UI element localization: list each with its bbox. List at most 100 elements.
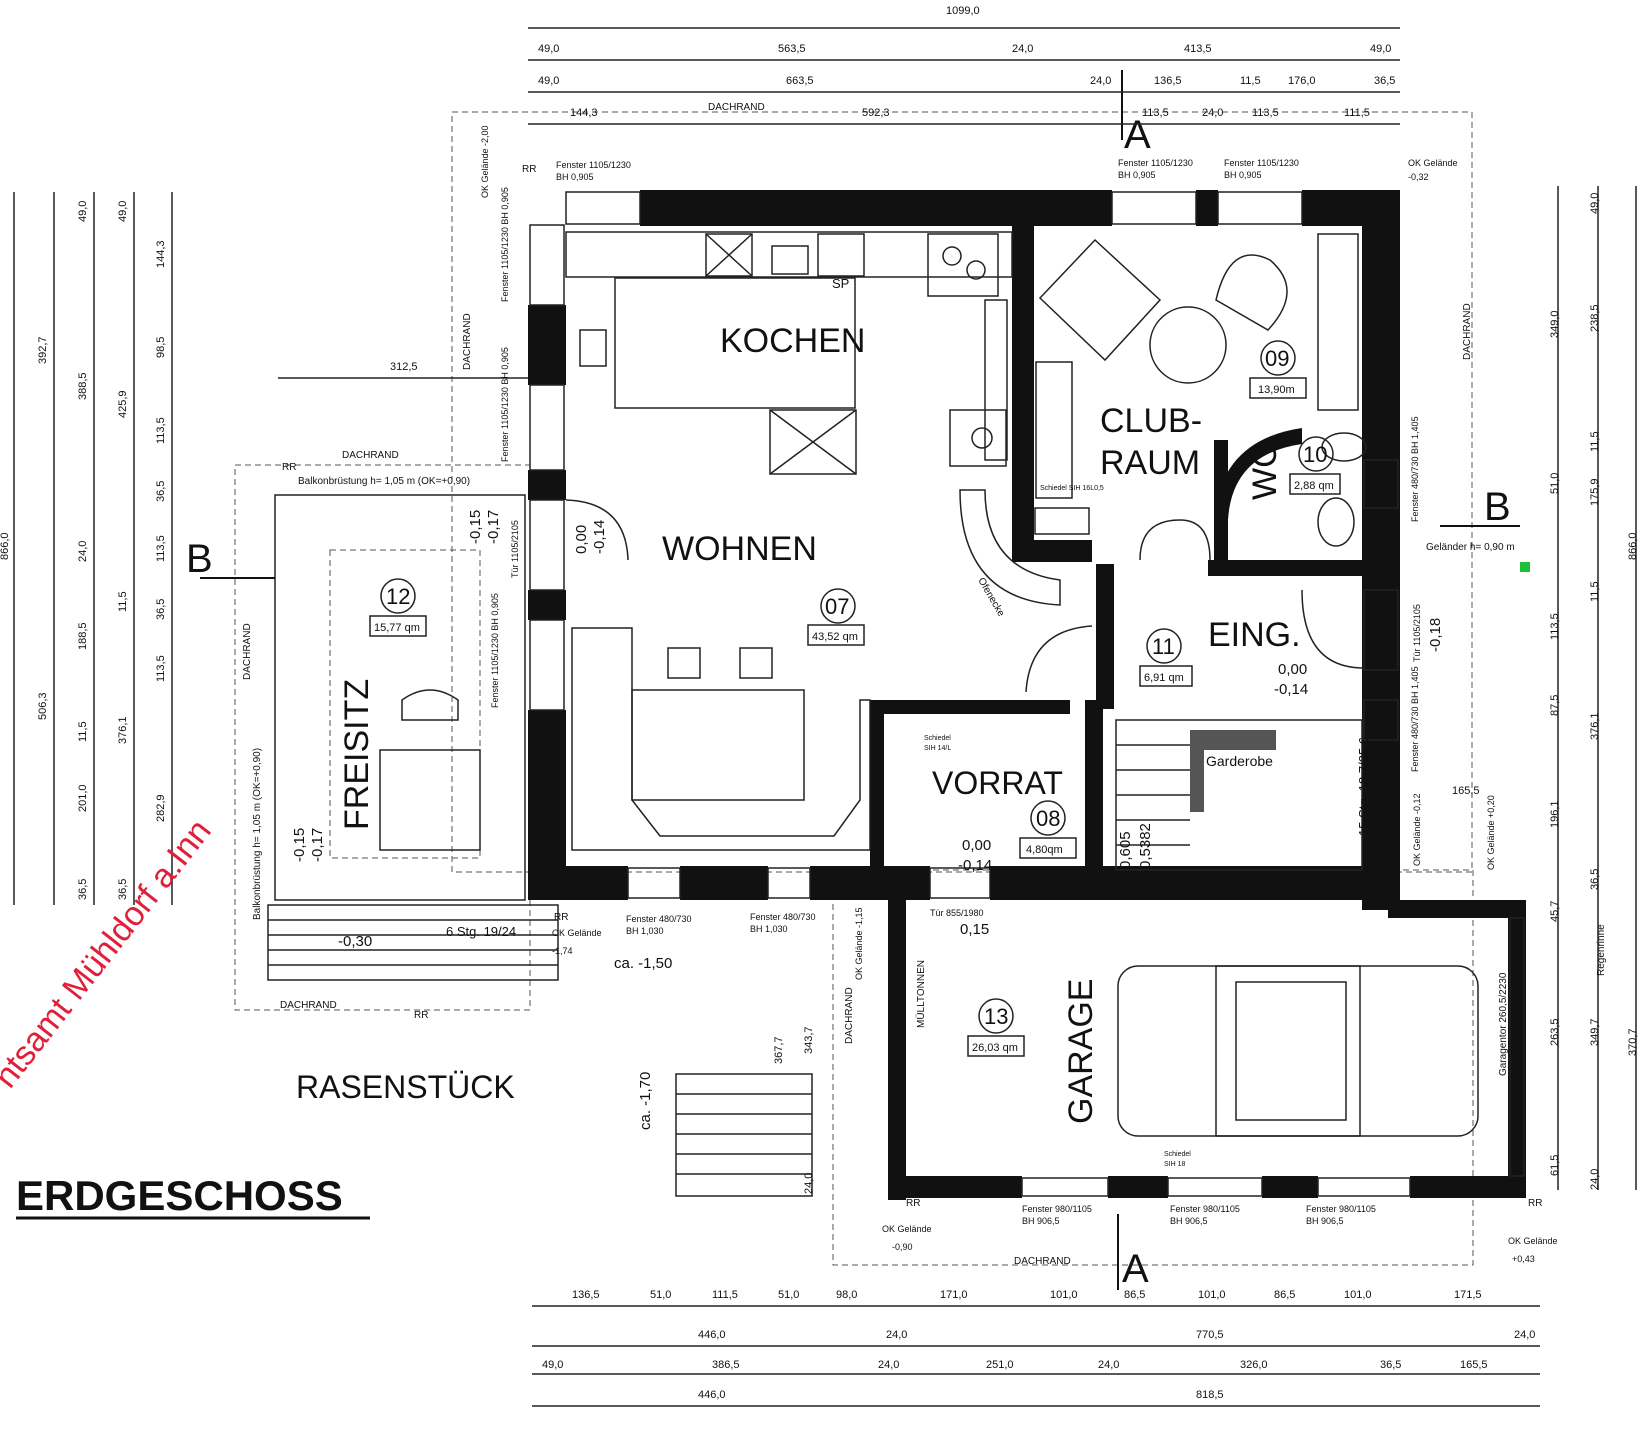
label-rr-1: RR <box>282 462 296 473</box>
room-area-wc: 2,88 qm <box>1294 480 1334 492</box>
label-rr-2: RR <box>522 164 536 175</box>
dim-left-5-4: 113,5 <box>155 535 167 562</box>
dim-top-3-5: 176,0 <box>1288 75 1316 87</box>
section-b-right: B <box>1484 485 1511 529</box>
label-balkon-side: Balkonbrüstung h= 1,05 m (OK=+0,90) <box>252 748 263 920</box>
dim-top-4-3: 24,0 <box>1202 107 1223 119</box>
label-rr-6: RR <box>1528 1198 1542 1209</box>
freisitz-area <box>274 494 526 901</box>
room-name-freisitz: FREISITZ <box>338 679 376 830</box>
dim-top-3-2: 24,0 <box>1090 75 1111 87</box>
win-label-4b: BH 1,030 <box>626 926 664 936</box>
ok-right-2: OK Gelände +0,20 <box>1486 795 1496 870</box>
ok-top-right: OK Gelände <box>1408 158 1458 168</box>
dim-left-2-0: 392,7 <box>37 336 49 364</box>
room-name-club-2: RAUM <box>1100 444 1200 482</box>
level-wohnen-a: 0,00 <box>573 525 590 554</box>
dim-bot-2-0: 446,0 <box>698 1329 726 1341</box>
dim-right-1-8: 36,5 <box>1589 869 1601 890</box>
ok-top-right-v: -0,32 <box>1408 172 1429 182</box>
dim-left-5-7: 282,9 <box>155 794 167 822</box>
dim-left-1-0: 866,0 <box>0 532 11 560</box>
dim-top-4-2: 113,5 <box>1142 107 1169 119</box>
dim-left-5-2: 113,5 <box>155 417 167 444</box>
top-dimensions: 1099,0 49,0 563,5 24,0 413,5 49,0 49,0 6… <box>528 5 1400 125</box>
dim-right-2-1: 51,0 <box>1549 473 1561 494</box>
label-dachrand-6: DACHRAND <box>844 987 855 1044</box>
dim-right-1-5: 113,5 <box>1549 613 1561 640</box>
dim-bot-1-5: 171,0 <box>940 1289 968 1301</box>
label-dachrand-7: DACHRAND <box>1014 1256 1071 1267</box>
dim-right-1-10: 263,5 <box>1549 1018 1561 1046</box>
dim-right-2-2: 376,1 <box>1589 712 1601 740</box>
room-name-garage: GARAGE <box>1062 979 1100 1124</box>
dim-top-4-5: 111,5 <box>1344 107 1370 119</box>
dim-right-2-0: 349,0 <box>1549 310 1561 338</box>
label-schiedel-vorrat-1: Schiedel <box>924 735 951 742</box>
dim-top-2-0: 49,0 <box>538 43 559 55</box>
dim-top-dachrand: DACHRAND <box>708 102 765 113</box>
ok-mid: OK Gelände -1,15 <box>854 907 864 980</box>
level-wohnen-b: -0,14 <box>591 520 608 554</box>
level-vorrat-a: 0,00 <box>962 837 991 854</box>
label-dachrand-1: DACHRAND <box>342 450 399 461</box>
dim-top-3-0: 49,0 <box>538 75 559 87</box>
level-freisitz-a: -0,15 <box>467 510 484 544</box>
win-label-5: Fenster 480/730 <box>750 912 816 922</box>
dim-right-1-2: 11,5 <box>1589 431 1601 452</box>
ok-bottom: OK Gelände <box>882 1224 932 1234</box>
dim-left-5-6: 113,5 <box>155 655 167 682</box>
win-label-3: Fenster 1105/1230 <box>1224 158 1299 168</box>
level-freisitz-d: -0,17 <box>309 828 326 862</box>
dim-top-3-4: 11,5 <box>1240 75 1261 87</box>
win-label-6b: BH 906,5 <box>1022 1216 1060 1226</box>
dim-bot-1-4: 98,0 <box>836 1289 857 1301</box>
level-freisitz-c: -0,15 <box>291 828 308 862</box>
left-dimensions: 866,0 392,7 506,3 49,0 388,5 24,0 188,5 … <box>0 192 173 905</box>
room-area-vorrat: 4,80qm <box>1026 844 1063 856</box>
dim-bot-1-7: 86,5 <box>1124 1289 1145 1301</box>
label-ofenecke: Ofenecke <box>975 576 1006 619</box>
door-label-wohnen: Tür 1105/2105 <box>510 520 520 578</box>
dim-bot-3-4: 24,0 <box>1098 1359 1119 1371</box>
dim-left-3-1: 388,5 <box>77 372 89 400</box>
dim-right-1-11: 61,5 <box>1549 1155 1561 1176</box>
dim-left-4-1: 425,9 <box>117 390 129 418</box>
dim-steps-3: 24,0 <box>803 1173 815 1194</box>
dim-bot-1-3: 51,0 <box>778 1289 799 1301</box>
level-ca150: ca. -1,50 <box>614 955 672 972</box>
dim-steps-1: 367,7 <box>773 1036 785 1064</box>
dim-left-3-4: 11,5 <box>77 721 89 742</box>
dim-bot-1-1: 51,0 <box>650 1289 671 1301</box>
kitchen-furniture <box>565 231 1061 606</box>
room-name-club-1: CLUB- <box>1100 402 1202 440</box>
win-label-7b: BH 906,5 <box>1170 1216 1208 1226</box>
dim-bot-1-10: 101,0 <box>1344 1289 1372 1301</box>
win-label-2: Fenster 1105/1230 <box>1118 158 1193 168</box>
label-dachrand-3: DACHRAND <box>462 313 473 370</box>
dim-left-5-0: 144,3 <box>155 240 167 268</box>
ok-bottom-right-v: +0,43 <box>1512 1254 1535 1264</box>
interior-walls <box>870 226 1400 870</box>
dim-top-1: 1099,0 <box>946 5 980 17</box>
dim-bot-4-1: 818,5 <box>1196 1389 1224 1401</box>
dim-bot-3-3: 251,0 <box>986 1359 1014 1371</box>
win-label-1: Fenster 1105/1230 <box>556 160 631 170</box>
main-stair <box>1115 719 1363 871</box>
label-dachrand-4: DACHRAND <box>1462 303 1473 360</box>
dim-left-2-2: 36,5 <box>77 879 89 900</box>
door-label-vorrat: Tür 855/1980 <box>930 908 984 918</box>
dim-top-2-1: 563,5 <box>778 43 806 55</box>
win-label-8b: BH 906,5 <box>1306 1216 1344 1226</box>
dim-garage-width: 165,5 <box>1452 785 1480 797</box>
club-furniture <box>1034 233 1367 547</box>
dim-bot-2-3: 24,0 <box>1514 1329 1535 1341</box>
dim-bot-3-2: 24,0 <box>878 1359 899 1371</box>
label-balkon-top: Balkonbrüstung h= 1,05 m (OK=+0,90) <box>298 476 470 487</box>
dim-left-5-3: 36,5 <box>155 481 167 502</box>
win-left-2: Fenster 1105/1230 BH 0,905 <box>500 347 510 462</box>
ok-top-left: OK Gelände -2,00 <box>480 125 490 198</box>
dim-right-3-0: 866,0 <box>1627 532 1639 560</box>
level-vorrat-b: -0,14 <box>958 857 992 874</box>
right-dimensions: 49,0 238,5 11,5 175,9 11,5 113,5 87,5 19… <box>1549 186 1639 1190</box>
